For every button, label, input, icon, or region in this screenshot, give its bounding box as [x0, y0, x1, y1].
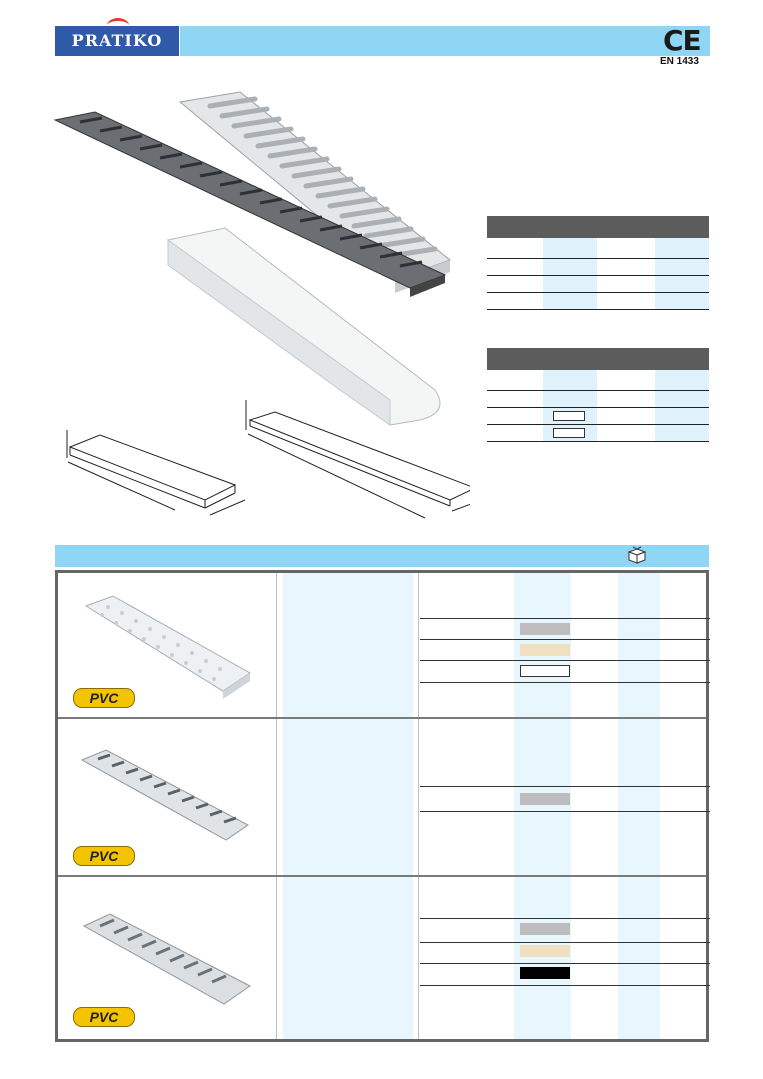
qty-column: [618, 573, 660, 1039]
brand-name: PRATIKO: [71, 31, 163, 50]
catalog-table: PVC PVC: [55, 570, 710, 1042]
description-column: [283, 573, 413, 1039]
pvc-badge: PVC: [73, 1007, 135, 1027]
slotted-grate-image: [82, 913, 251, 1005]
spec-table-row: [487, 425, 709, 442]
white-grate-image: [178, 91, 452, 293]
standard-label: EN 1433: [660, 56, 699, 67]
short-grate-drawing: [66, 430, 246, 516]
color-swatch-grey: [520, 623, 570, 635]
spec-table-row: [487, 259, 709, 276]
product-illustration: [53, 91, 470, 519]
steel-grate-image: [53, 111, 447, 297]
spec-table-row: [487, 238, 709, 259]
spec-table-header: [487, 348, 709, 370]
package-icon: [627, 546, 647, 564]
color-swatch-black: [520, 967, 570, 979]
perforated-grate-image: [84, 595, 251, 699]
color-swatch-white: [553, 411, 585, 421]
logo-arc: [107, 18, 129, 33]
color-swatch-grey: [520, 923, 570, 935]
slotted-grate-image: [80, 749, 249, 841]
catalog-header-bar: [55, 545, 709, 567]
header-bar: [180, 26, 710, 56]
spec-table-row: [487, 276, 709, 293]
spec-table-row: [487, 293, 709, 310]
long-grate-drawing: [245, 400, 470, 519]
color-swatch-white: [553, 428, 585, 438]
spec-table-row: [487, 391, 709, 408]
pvc-badge: PVC: [73, 846, 135, 866]
ce-mark: CE: [663, 24, 702, 57]
spec-table-row: [487, 408, 709, 425]
color-swatch-beige: [520, 945, 570, 957]
pvc-badge: PVC: [73, 688, 135, 708]
color-swatch-white: [520, 665, 570, 677]
color-swatch-beige: [520, 644, 570, 656]
brand-logo: PRATIKO: [55, 18, 179, 56]
channel-image: [166, 227, 441, 426]
color-swatch-grey: [520, 793, 570, 805]
spec-table-1: [487, 216, 709, 310]
spec-table-header: [487, 216, 709, 238]
spec-table-row: [487, 370, 709, 391]
spec-table-2: [487, 348, 709, 442]
